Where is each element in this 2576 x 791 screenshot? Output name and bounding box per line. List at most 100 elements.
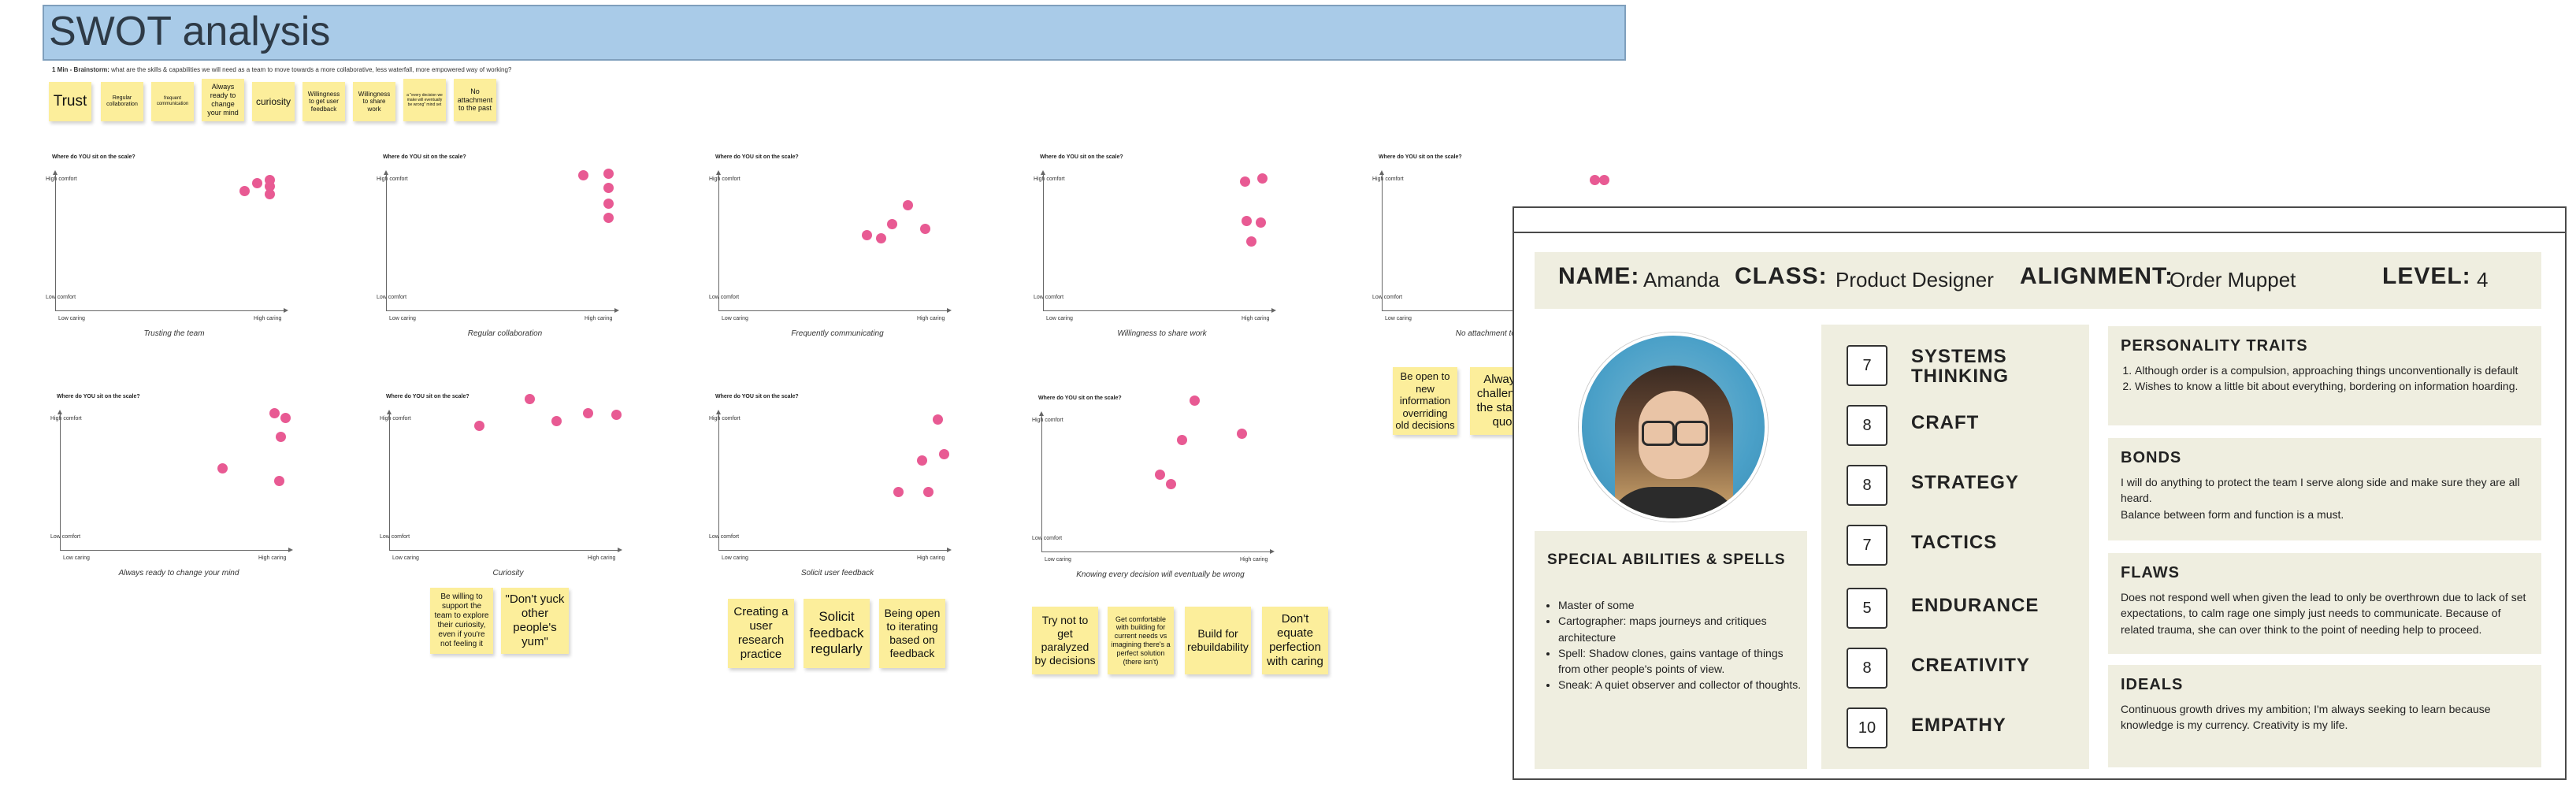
sticky-note[interactable]: Always ready to change your mind: [202, 79, 244, 121]
vote-dot[interactable]: [474, 421, 484, 431]
x-axis: [55, 308, 288, 313]
low-comfort-label: Low comfort: [1032, 536, 1063, 541]
vote-dot[interactable]: [903, 200, 913, 210]
comfort-caring-plot[interactable]: Where do YOU sit on the scale? High comf…: [46, 154, 312, 338]
vote-dot[interactable]: [583, 408, 593, 418]
vote-dot[interactable]: [1257, 173, 1268, 184]
stat-value-box[interactable]: 8: [1847, 405, 1887, 446]
plot-question: Where do YOU sit on the scale?: [52, 154, 135, 160]
stat-value-box[interactable]: 7: [1847, 525, 1887, 566]
brainstorm-label: 1 Min - Brainstorm:: [52, 66, 109, 73]
vote-dot[interactable]: [280, 413, 291, 423]
vote-dot[interactable]: [525, 394, 535, 404]
vote-dot[interactable]: [939, 449, 949, 459]
sticky-note[interactable]: No attachment to the past: [454, 79, 496, 121]
vote-dot[interactable]: [1190, 396, 1200, 406]
vote-dot[interactable]: [893, 487, 904, 497]
sticky-note[interactable]: Trust: [49, 82, 91, 121]
low-caring-label: Low caring: [389, 316, 416, 321]
vote-dot[interactable]: [603, 183, 614, 193]
comfort-caring-plot[interactable]: Where do YOU sit on the scale? High comf…: [380, 394, 646, 577]
character-sheet[interactable]: NAME: Amanda CLASS: Product Designer ALI…: [1513, 206, 2567, 780]
sticky-note[interactable]: frequent communication: [151, 82, 194, 121]
vote-dot[interactable]: [603, 213, 614, 223]
stat-value-box[interactable]: 7: [1847, 345, 1887, 386]
sticky-note[interactable]: "Don't yuck other people's yum": [501, 588, 569, 654]
low-caring-label: Low caring: [1385, 316, 1412, 321]
sticky-note[interactable]: Being open to iterating based on feedbac…: [879, 599, 945, 668]
vote-dot[interactable]: [269, 408, 280, 418]
board-title: SWOT analysis: [49, 9, 331, 54]
vote-dot[interactable]: [274, 476, 284, 486]
personality-title: PERSONALITY TRAITS: [2121, 337, 2308, 355]
sticky-note[interactable]: Don't equate perfection with caring: [1262, 607, 1328, 674]
board-title-bar[interactable]: SWOT analysis: [43, 5, 1626, 61]
low-caring-label: Low caring: [722, 316, 748, 321]
sticky-note[interactable]: Regular collaboration: [101, 82, 143, 121]
vote-dot[interactable]: [1246, 236, 1256, 247]
vote-dot[interactable]: [611, 410, 622, 420]
flaws-panel: FLAWS Does not respond well when given t…: [2108, 553, 2541, 654]
vote-dot[interactable]: [1240, 176, 1250, 187]
name-label: NAME:: [1558, 263, 1640, 289]
vote-dot[interactable]: [1177, 435, 1187, 445]
sticky-note[interactable]: Creating a user research practice: [728, 599, 794, 668]
plot-caption: Solicit user feedback: [800, 569, 874, 577]
sticky-note[interactable]: Be willing to support the team to explor…: [430, 588, 493, 654]
vote-dot[interactable]: [551, 416, 562, 426]
high-comfort-label: High comfort: [709, 176, 741, 182]
high-caring-label: High caring: [1240, 557, 1268, 563]
vote-dot[interactable]: [920, 224, 930, 234]
sticky-note[interactable]: Get comfortable with building for curren…: [1108, 607, 1174, 674]
sticky-note[interactable]: a "every decision we make will eventuall…: [403, 79, 446, 121]
sticky-note[interactable]: Solicit feedback regularly: [804, 599, 870, 668]
vote-dot[interactable]: [578, 170, 588, 180]
comfort-caring-plot[interactable]: Where do YOU sit on the scale? High comf…: [1032, 396, 1298, 579]
y-axis: [1039, 411, 1044, 552]
sticky-note[interactable]: Willingness to get user feedback: [303, 82, 345, 121]
comfort-caring-plot[interactable]: Where do YOU sit on the scale? High comf…: [377, 154, 643, 338]
comfort-caring-plot[interactable]: Where do YOU sit on the scale? High comf…: [50, 394, 317, 577]
vote-dot[interactable]: [1242, 216, 1252, 226]
vote-dot[interactable]: [603, 199, 614, 209]
vote-dot[interactable]: [276, 432, 286, 442]
comfort-caring-plot[interactable]: Where do YOU sit on the scale? High comf…: [1034, 154, 1300, 338]
sticky-note[interactable]: Be open to new information overriding ol…: [1393, 367, 1457, 435]
list-item: Master of some: [1558, 597, 1806, 613]
personality-body: Although order is a compulsion, approach…: [2121, 362, 2530, 395]
sticky-note[interactable]: curiosity: [252, 82, 295, 121]
vote-dot[interactable]: [1166, 479, 1176, 489]
stat-value-box[interactable]: 8: [1847, 648, 1887, 689]
vote-dot[interactable]: [923, 487, 934, 497]
vote-dot[interactable]: [1155, 470, 1165, 480]
ideals-body: Continuous growth drives my ambition; I'…: [2121, 703, 2491, 732]
vote-dot[interactable]: [239, 186, 250, 196]
sheet-header: NAME: Amanda CLASS: Product Designer ALI…: [1535, 252, 2541, 309]
sticky-note[interactable]: Willingness to share work: [353, 82, 395, 121]
stat-value-box[interactable]: 8: [1847, 465, 1887, 506]
comfort-caring-plot[interactable]: Where do YOU sit on the scale? High comf…: [709, 394, 975, 577]
vote-dot[interactable]: [265, 181, 275, 191]
vote-dot[interactable]: [603, 169, 614, 179]
vote-dot[interactable]: [1599, 175, 1609, 185]
vote-dot[interactable]: [917, 455, 927, 466]
y-axis: [384, 170, 388, 311]
stat-value-box[interactable]: 5: [1847, 588, 1887, 629]
vote-dot[interactable]: [887, 219, 897, 229]
vote-dot[interactable]: [1590, 175, 1600, 185]
vote-dot[interactable]: [862, 230, 872, 240]
comfort-caring-plot[interactable]: Where do YOU sit on the scale? High comf…: [709, 154, 975, 338]
high-comfort-label: High comfort: [1372, 176, 1404, 182]
sticky-note[interactable]: Build for rebuildability: [1185, 607, 1251, 674]
vote-dot[interactable]: [252, 178, 262, 188]
vote-dot[interactable]: [933, 414, 943, 425]
vote-dot[interactable]: [876, 233, 886, 243]
sticky-note[interactable]: Try not to get paralyzed by decisions: [1032, 607, 1098, 674]
stat-value-box[interactable]: 10: [1847, 707, 1887, 748]
vote-dot[interactable]: [1256, 217, 1266, 228]
vote-dot[interactable]: [265, 189, 275, 199]
plot-question: Where do YOU sit on the scale?: [1379, 154, 1462, 160]
level-value: 4: [2477, 268, 2489, 292]
vote-dot[interactable]: [1237, 429, 1247, 439]
vote-dot[interactable]: [217, 463, 228, 473]
